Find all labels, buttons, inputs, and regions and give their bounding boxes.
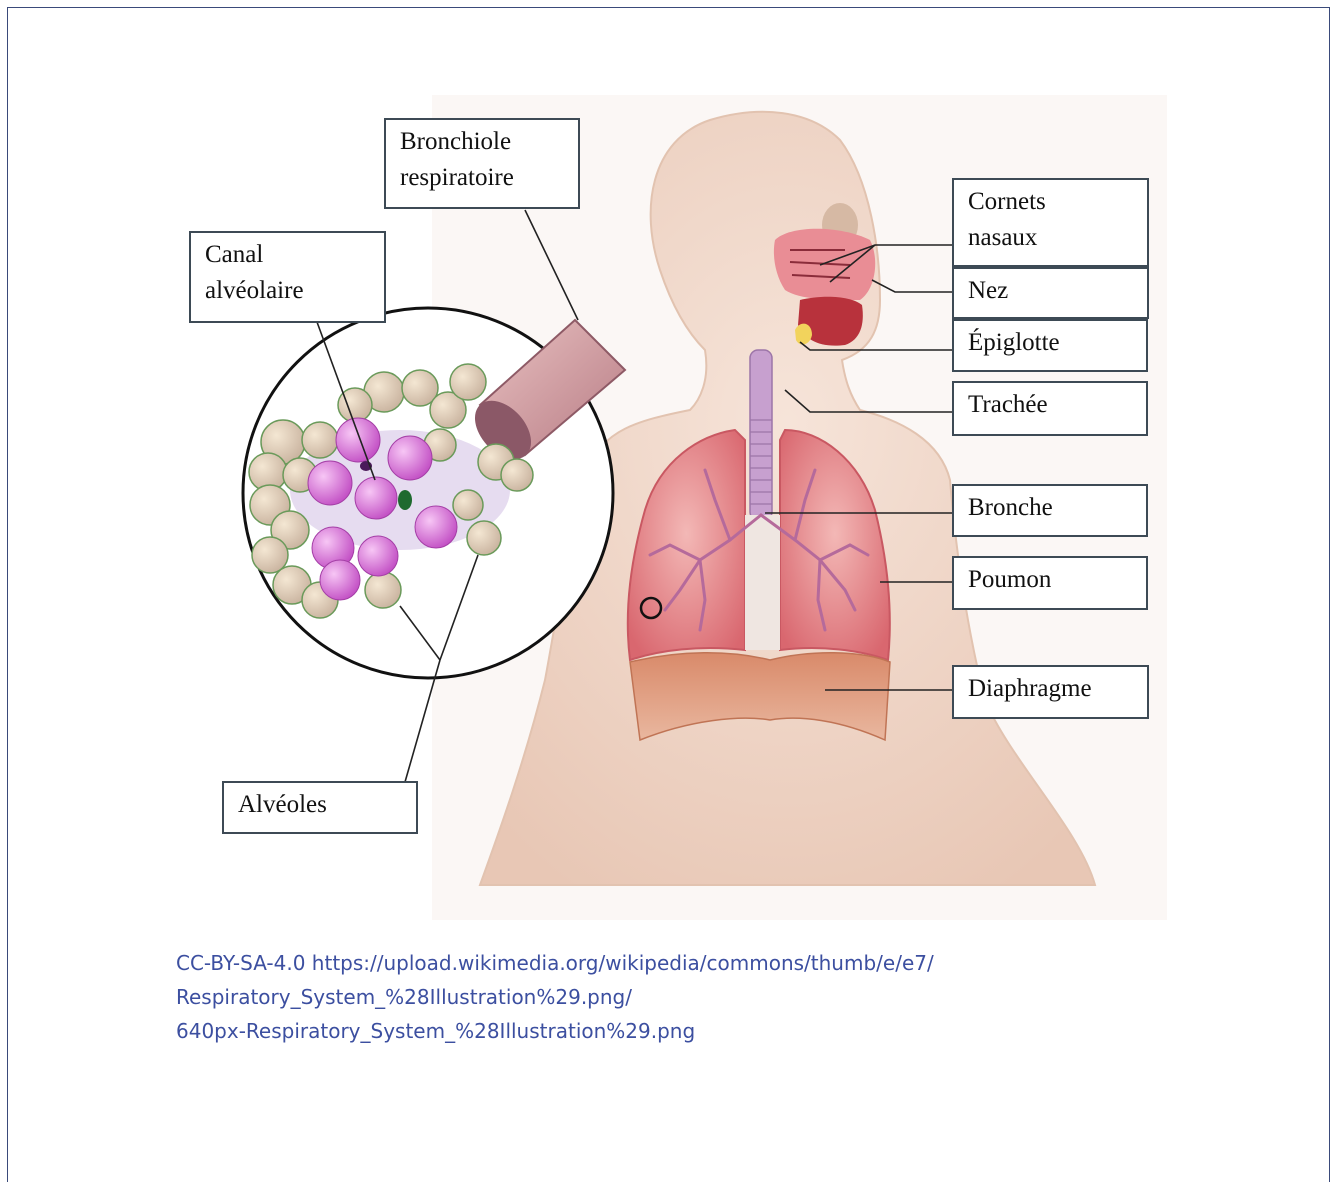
capillary-dot bbox=[398, 490, 412, 510]
label-cornets-line2: nasaux bbox=[968, 220, 1133, 256]
label-cornets: Cornets nasaux bbox=[952, 178, 1149, 267]
label-canal: Canal alvéolaire bbox=[189, 231, 386, 323]
label-trachee: Trachée bbox=[952, 381, 1148, 436]
label-bronchiole: Bronchiole respiratoire bbox=[384, 118, 580, 209]
label-canal-line1: Canal bbox=[205, 237, 370, 273]
label-poumon: Poumon bbox=[952, 556, 1148, 610]
label-canal-line2: alvéolaire bbox=[205, 273, 370, 309]
image-credit: CC-BY-SA-4.0 https://upload.wikimedia.or… bbox=[176, 946, 1076, 1048]
label-bronchiole-line2: respiratoire bbox=[400, 160, 564, 196]
label-diaphragme: Diaphragme bbox=[952, 665, 1149, 719]
label-epiglotte: Épiglotte bbox=[952, 319, 1148, 372]
label-alveoles: Alvéoles bbox=[222, 781, 418, 834]
label-cornets-line1: Cornets bbox=[968, 184, 1133, 220]
label-bronchiole-line1: Bronchiole bbox=[400, 124, 564, 160]
credit-line-3: 640px-Respiratory_System_%28Illustration… bbox=[176, 1014, 1076, 1048]
label-bronche: Bronche bbox=[952, 484, 1148, 537]
credit-line-2: Respiratory_System_%28Illustration%29.pn… bbox=[176, 980, 1076, 1014]
mediastinum bbox=[745, 515, 780, 650]
trachea-shape bbox=[750, 350, 772, 520]
credit-line-1: CC-BY-SA-4.0 https://upload.wikimedia.or… bbox=[176, 946, 1076, 980]
label-nez: Nez bbox=[952, 267, 1149, 319]
